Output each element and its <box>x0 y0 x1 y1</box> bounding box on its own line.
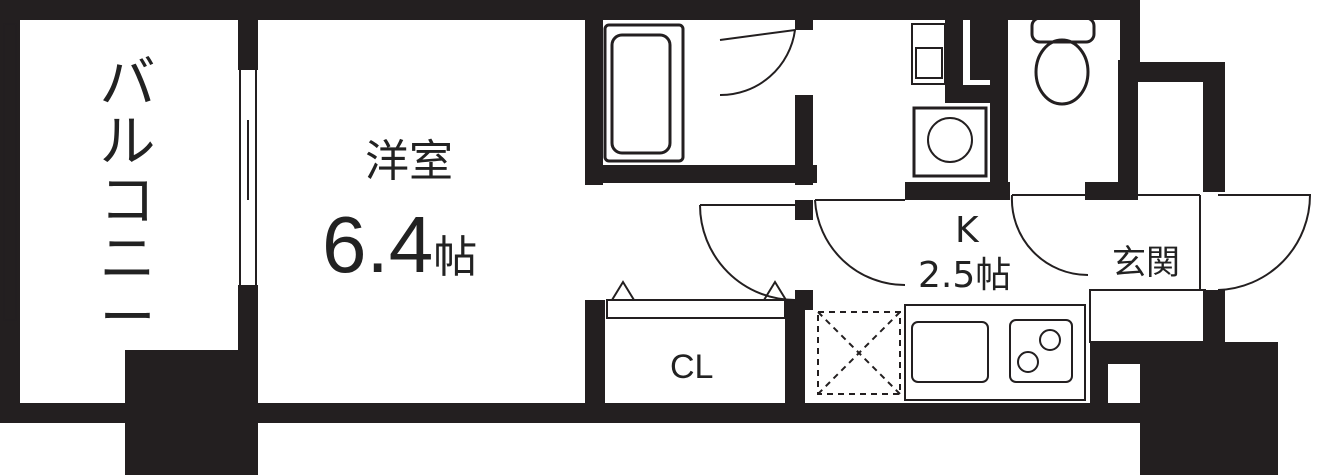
western-room-name: 洋室 <box>365 136 453 187</box>
kitchen-area: 2.5帖 <box>918 258 1011 294</box>
kitchen-area-unit: 帖 <box>975 255 1012 296</box>
fixtures <box>3 16 1312 401</box>
western-room-area-value: 6.4 <box>322 200 434 289</box>
balcony-label: バ ル コ ニ ー <box>99 51 156 352</box>
kitchen-area-value: 2.5 <box>918 255 976 296</box>
western-room-area: 6.4帖 <box>322 205 477 285</box>
walls <box>0 0 1278 475</box>
closet-label: CL <box>670 348 714 386</box>
kitchen-name: K <box>955 210 979 251</box>
western-room-area-unit: 帖 <box>433 232 478 283</box>
entrance-label: 玄関 <box>1112 243 1180 283</box>
